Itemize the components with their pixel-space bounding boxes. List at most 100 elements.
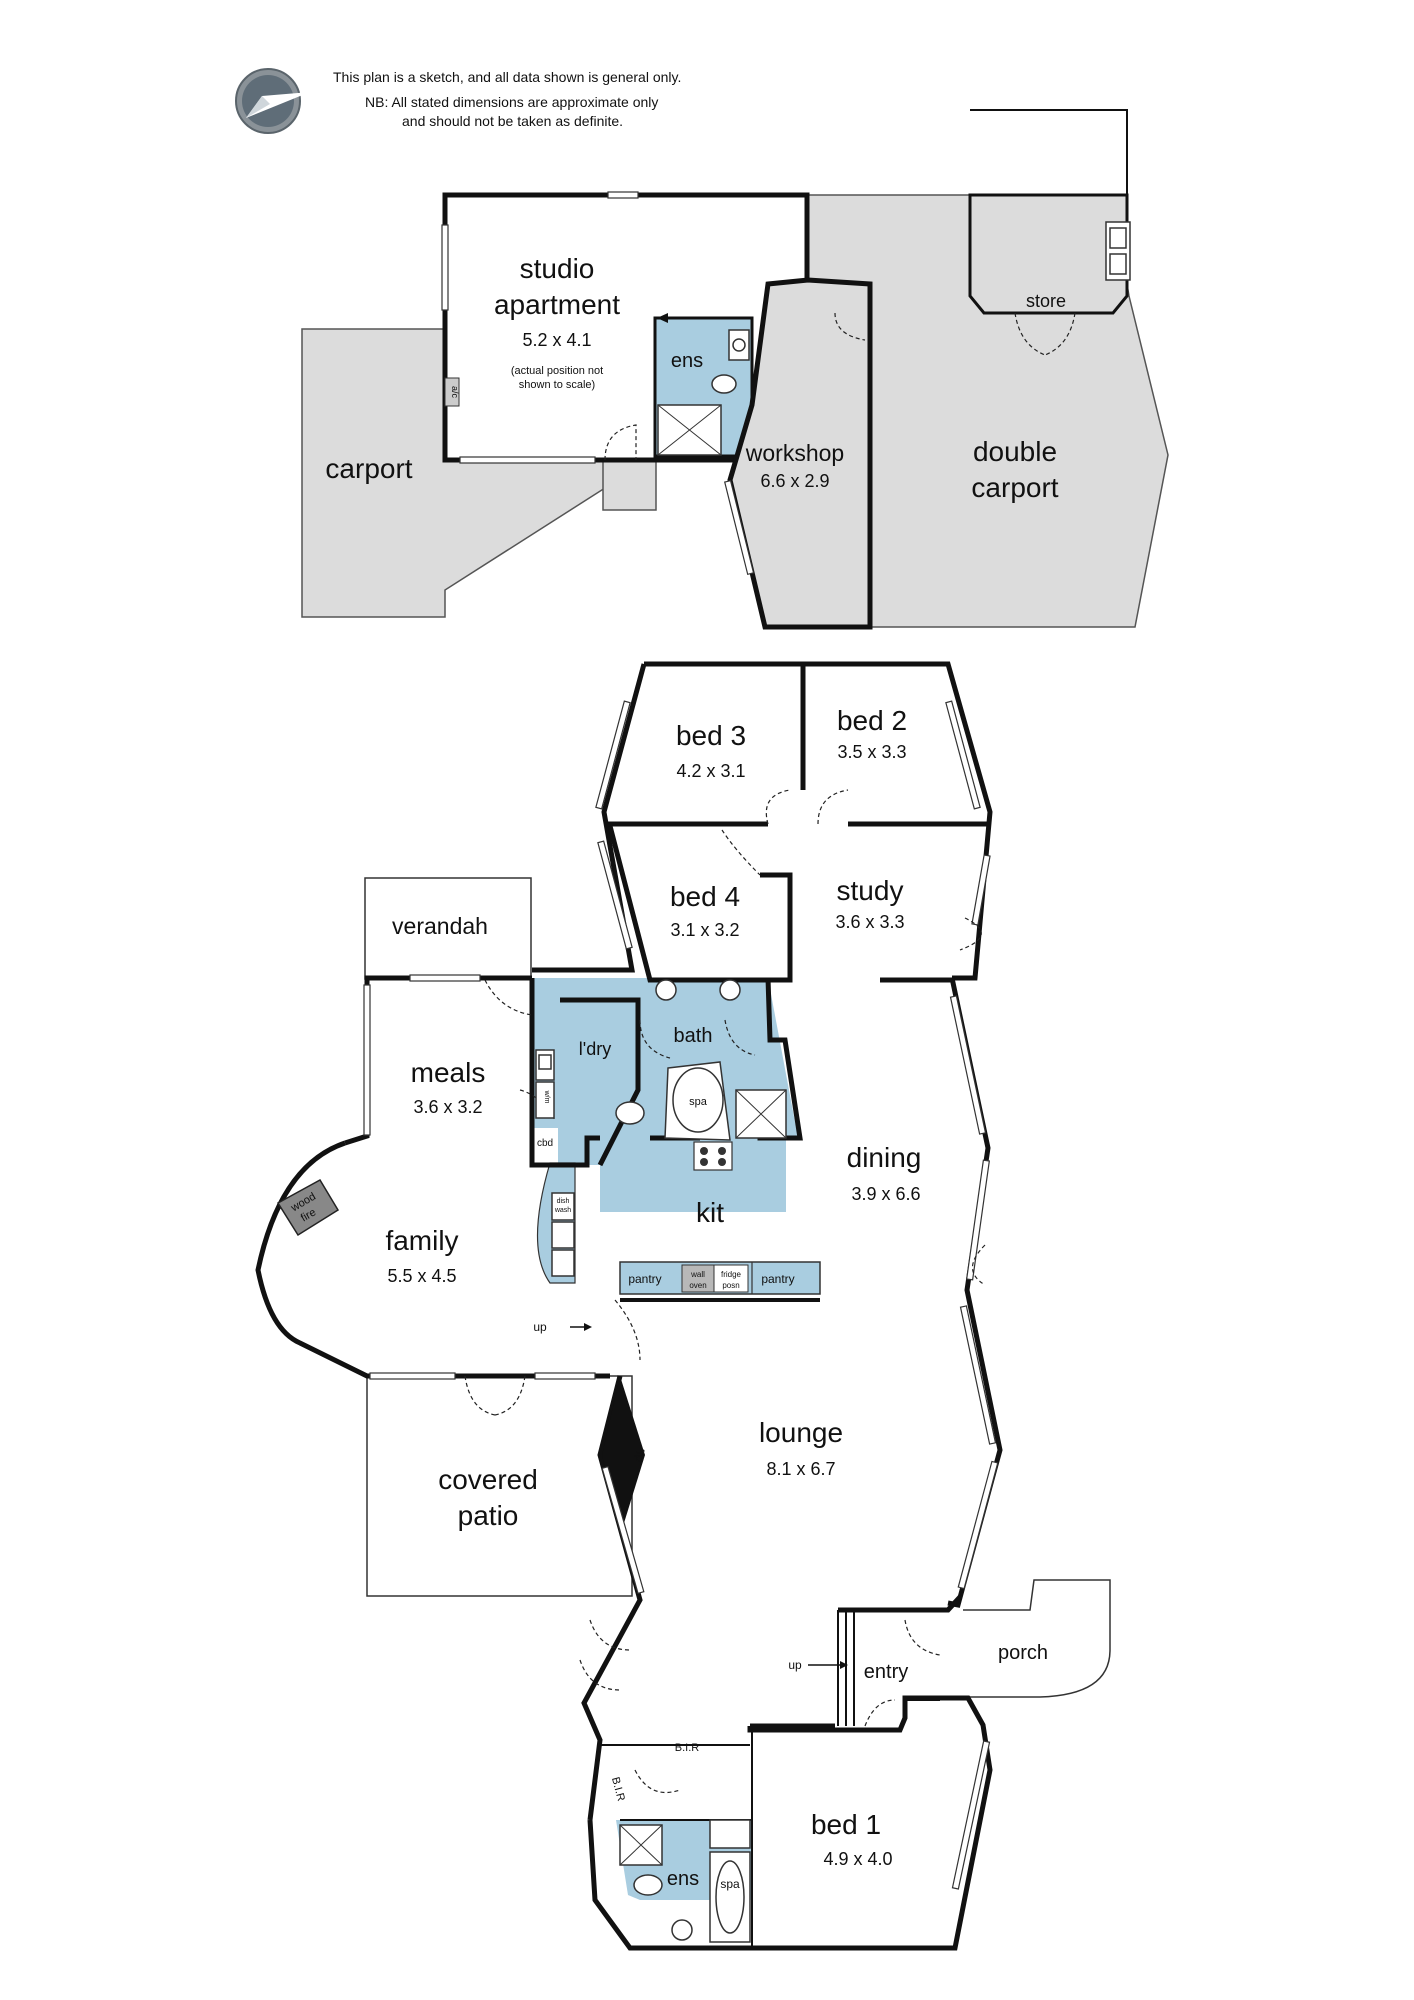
- dishwash-line-1: dish: [557, 1198, 570, 1205]
- window: [951, 1740, 991, 1890]
- bir-top-label: B.I.R: [675, 1742, 700, 1754]
- lounge-name: lounge: [759, 1417, 843, 1448]
- patio-door[interactable]: [464, 1375, 526, 1416]
- window: [597, 840, 633, 950]
- family-dim: 5.5 x 4.5: [387, 1266, 456, 1286]
- double-carport-name-line-2: carport: [971, 472, 1058, 503]
- washing-machine: [535, 1081, 555, 1119]
- bed1-door[interactable]: [864, 1699, 896, 1727]
- cbd-label: cbd: [537, 1138, 553, 1149]
- dining-door[interactable]: [971, 1244, 986, 1286]
- ldry-name: l'dry: [579, 1039, 611, 1059]
- store-door[interactable]: [1014, 312, 1076, 356]
- studio-name-line-1: studio: [520, 253, 595, 284]
- house-west-wall-north: [532, 663, 647, 973]
- window: [959, 1305, 997, 1445]
- ens1-name: ens: [667, 1868, 699, 1890]
- studio-window-left: [441, 224, 449, 311]
- bed3-dim: 4.2 x 3.1: [676, 761, 745, 781]
- wood-fire-icon: [276, 1178, 340, 1237]
- covered-patio-line-1: covered: [438, 1464, 538, 1495]
- up-left-label: up: [533, 1320, 547, 1334]
- carport-name: carport: [325, 453, 412, 484]
- lounge-side-door[interactable]: [579, 1619, 631, 1691]
- spa-label: spa: [689, 1096, 708, 1108]
- dining-name: dining: [847, 1142, 922, 1173]
- meals-name: meals: [411, 1057, 486, 1088]
- disclaimer-line-1: This plan is a sketch, and all data show…: [333, 69, 681, 85]
- studio-ens-name: ens: [671, 350, 703, 372]
- sink-icon: [1105, 221, 1131, 281]
- kitchen-door[interactable]: [614, 1299, 641, 1361]
- bed3-name: bed 3: [676, 720, 746, 751]
- sink-icon: [671, 1919, 693, 1941]
- window: [971, 854, 991, 926]
- wall-oven-box: [681, 1264, 715, 1293]
- step-area: [602, 459, 657, 511]
- studio-dim: 5.2 x 4.1: [522, 330, 591, 350]
- main-house: f/p: [255, 661, 1111, 1951]
- bed4-door[interactable]: [721, 829, 761, 876]
- compass-icon: [235, 68, 310, 134]
- dishwasher: [551, 1192, 575, 1221]
- lounge-dim: 8.1 x 6.7: [766, 1459, 835, 1479]
- bath-door-2[interactable]: [724, 1019, 756, 1056]
- porch-name: porch: [998, 1642, 1048, 1664]
- family-bay-wall: [255, 1140, 610, 1379]
- shower-icon: [735, 1089, 787, 1139]
- double-carport-name-line-1: double: [973, 436, 1057, 467]
- verandah-door[interactable]: [484, 979, 533, 1016]
- store-name: store: [1026, 291, 1066, 311]
- window: [534, 1372, 596, 1380]
- outbuilding: a/c studio apartment 5.2 x 4.1 (actual p…: [301, 109, 1169, 630]
- studio-window-bottom: [459, 456, 596, 464]
- workshop-name: workshop: [745, 440, 844, 466]
- wall-oven-line-1: wall: [690, 1270, 705, 1279]
- toilet-icon: [615, 1101, 645, 1125]
- toilet-icon: [633, 1874, 663, 1896]
- window: [409, 974, 481, 982]
- study-dim: 3.6 x 3.3: [835, 912, 904, 932]
- meals-dim: 3.6 x 3.2: [413, 1097, 482, 1117]
- window: [957, 1460, 999, 1590]
- window: [966, 1159, 990, 1281]
- bath-wall: [560, 997, 641, 1167]
- studio-door[interactable]: [604, 424, 637, 461]
- fridge-line-2: posn: [722, 1281, 739, 1290]
- kitchen-sink-2: [551, 1249, 575, 1277]
- workshop-door[interactable]: [834, 312, 866, 341]
- verandah-area: [364, 877, 532, 980]
- studio-note-line-2: shown to scale): [519, 379, 595, 391]
- window: [601, 1465, 645, 1595]
- pantry-right-label: pantry: [761, 1272, 794, 1286]
- entry-name: entry: [864, 1661, 908, 1683]
- store-room: [968, 193, 1129, 315]
- entry-door[interactable]: [904, 1619, 941, 1656]
- bed2-door[interactable]: [817, 789, 849, 825]
- spa-icon: [709, 1851, 751, 1943]
- bir-door[interactable]: [634, 1769, 681, 1794]
- verandah-name: verandah: [392, 913, 488, 939]
- window: [949, 995, 987, 1135]
- study-door[interactable]: [959, 917, 982, 951]
- ac-unit: [444, 377, 460, 407]
- laundry-wall: [529, 978, 600, 1168]
- wall-oven-line-2: oven: [689, 1281, 706, 1290]
- bed1-dim: 4.9 x 4.0: [823, 1849, 892, 1869]
- toilet-icon: [711, 374, 737, 394]
- dishwash-line-2: wash: [554, 1207, 571, 1214]
- bed4-name: bed 4: [670, 881, 740, 912]
- studio-name-line-2: apartment: [494, 289, 620, 320]
- wm-label-1: w/m: [543, 1090, 550, 1104]
- bed4-dim: 3.1 x 3.2: [670, 920, 739, 940]
- bed3-door[interactable]: [765, 789, 791, 825]
- shower-icon: [619, 1824, 663, 1866]
- bed1-name: bed 1: [811, 1809, 881, 1840]
- house-east-wall: [947, 977, 1003, 1608]
- bed2-name: bed 2: [837, 705, 907, 736]
- study-name: study: [837, 875, 904, 906]
- house-outer-wall: [644, 661, 993, 981]
- kit-name: kit: [696, 1197, 724, 1228]
- window: [595, 700, 631, 810]
